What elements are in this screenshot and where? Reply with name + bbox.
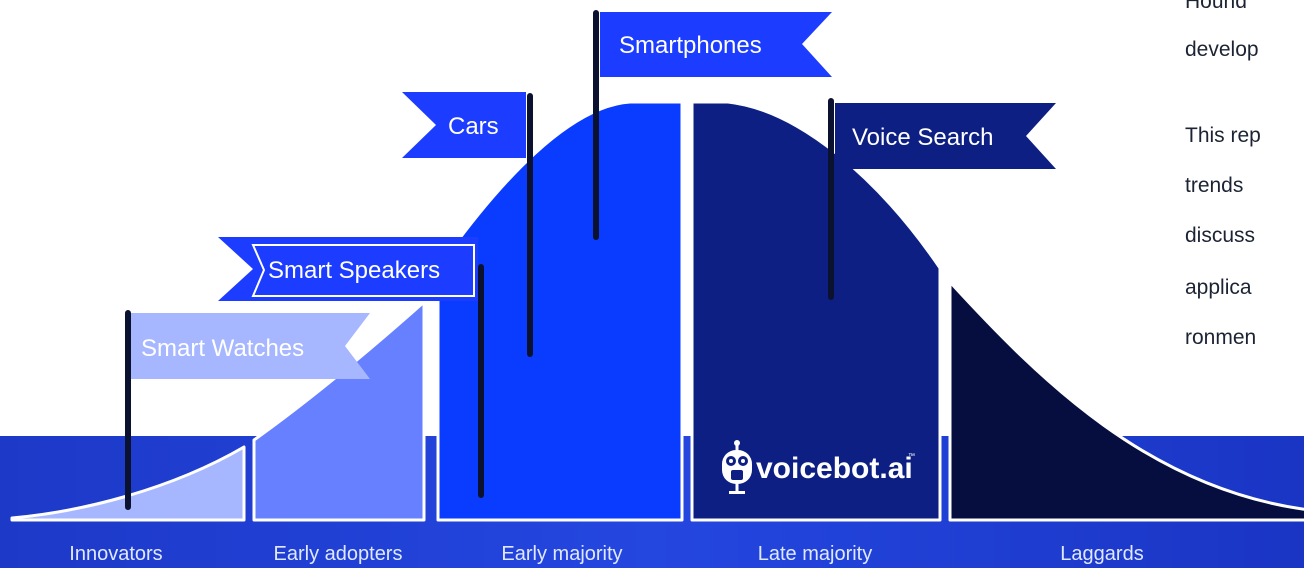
segment-innovators	[10, 445, 246, 522]
logo-text: voicebot.ai	[756, 452, 913, 485]
side-text-line: discuss	[1185, 224, 1255, 247]
flag-smart-watches-label: Smart Watches	[141, 335, 304, 362]
flag-cars-label: Cars	[448, 113, 499, 140]
flag-cars-pole	[527, 93, 533, 357]
flag-smart-speakers-pole	[478, 264, 484, 498]
flag-voice-search-label: Voice Search	[852, 124, 993, 151]
flag-smartphones-label: Smartphones	[619, 32, 762, 59]
label-early-adopters: Early adopters	[274, 543, 403, 565]
side-text-line: trends	[1185, 174, 1243, 197]
segment-early-adopters	[252, 300, 426, 522]
label-laggards: Laggards	[1060, 543, 1143, 565]
logo-tm: ™	[908, 453, 915, 460]
flag-smartphones-pole	[593, 10, 599, 240]
flag-voice-search-pole	[828, 98, 834, 300]
side-text-line: ronmen	[1185, 326, 1256, 349]
segment-early-majority	[436, 100, 684, 522]
side-text-line: applica	[1185, 276, 1252, 299]
flag-smart-watches: Smart Watches	[125, 310, 370, 510]
label-innovators: Innovators	[69, 543, 162, 565]
voicebot-logo: voicebot.ai ™	[722, 440, 915, 494]
flag-smartphones: Smartphones	[593, 10, 832, 240]
label-late-majority: Late majority	[758, 543, 873, 565]
side-text-line: Hound	[1185, 0, 1247, 13]
robot-mic-icon	[722, 440, 752, 494]
flag-smart-speakers-label: Smart Speakers	[268, 257, 440, 284]
side-text-block: Hound develop This rep trends discuss ap…	[1185, 0, 1261, 349]
flag-voice-search: Voice Search	[828, 98, 1056, 300]
label-early-majority: Early majority	[501, 543, 622, 565]
side-text-line: develop	[1185, 38, 1259, 61]
segment-laggards	[948, 280, 1304, 522]
side-text-line: This rep	[1185, 124, 1261, 147]
flag-cars: Cars	[402, 92, 533, 357]
flag-smart-watches-pole	[125, 310, 131, 510]
flag-smart-speakers: Smart Speakers	[218, 237, 484, 498]
